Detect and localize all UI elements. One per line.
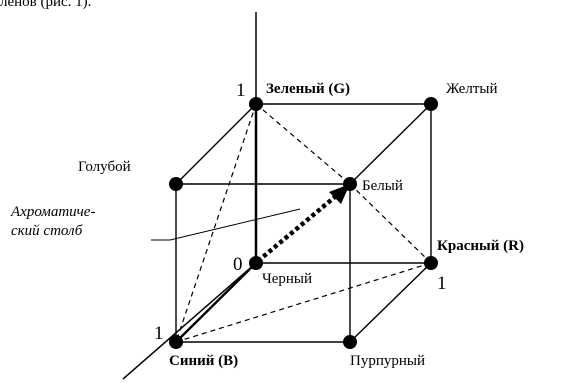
vertex-magenta-dot [343, 335, 357, 349]
label-magenta: Пурпурный [350, 353, 425, 369]
label-black: Черный [262, 271, 312, 287]
vertex-yellow-dot [424, 97, 438, 111]
dashed-green-white [255, 103, 351, 185]
label-red: Красный (R) [437, 238, 524, 254]
axes [122, 12, 257, 380]
vertex-dots [169, 97, 438, 349]
label-blue: Синий (B) [169, 353, 238, 369]
axis-origin-mark: 0 [233, 254, 243, 275]
label-yellow: Желтый [446, 81, 497, 97]
edge-green-cyan [175, 103, 257, 185]
label-white: Белый [362, 178, 403, 194]
label-cyan: Голубой [78, 159, 131, 175]
vertex-red-dot [424, 256, 438, 270]
achromatic-label-line1: Ахроматиче- [10, 204, 95, 220]
vertex-blue-dot [169, 335, 183, 349]
cube-edges-solid [175, 103, 432, 343]
edge-yellow-white [349, 103, 432, 185]
vertex-white-dot [343, 177, 357, 191]
edge-red-magenta [349, 262, 432, 343]
dashed-green-blue [175, 103, 257, 343]
achromatic-arrow-shaft [256, 194, 338, 263]
label-green: Зеленый (G) [266, 81, 350, 97]
axis-b-bold-segment [175, 262, 257, 343]
dashed-lines [175, 103, 432, 343]
axis-b-one-mark: 1 [154, 323, 164, 344]
vertex-black-dot [249, 256, 263, 270]
achromatic-leader-line [151, 208, 301, 241]
vertex-cyan-dot [169, 177, 183, 191]
vertex-green-dot [249, 97, 263, 111]
dashed-white-red [349, 183, 432, 264]
axis-r-one-mark: 1 [437, 273, 447, 294]
axis-g-one-mark: 1 [236, 80, 246, 101]
achromatic-arrow-head [329, 184, 350, 204]
caption-fragment: ленов (рис. 1). [0, 0, 91, 10]
b-axis [122, 262, 257, 380]
achromatic-label-line2: ский столб [11, 223, 83, 239]
